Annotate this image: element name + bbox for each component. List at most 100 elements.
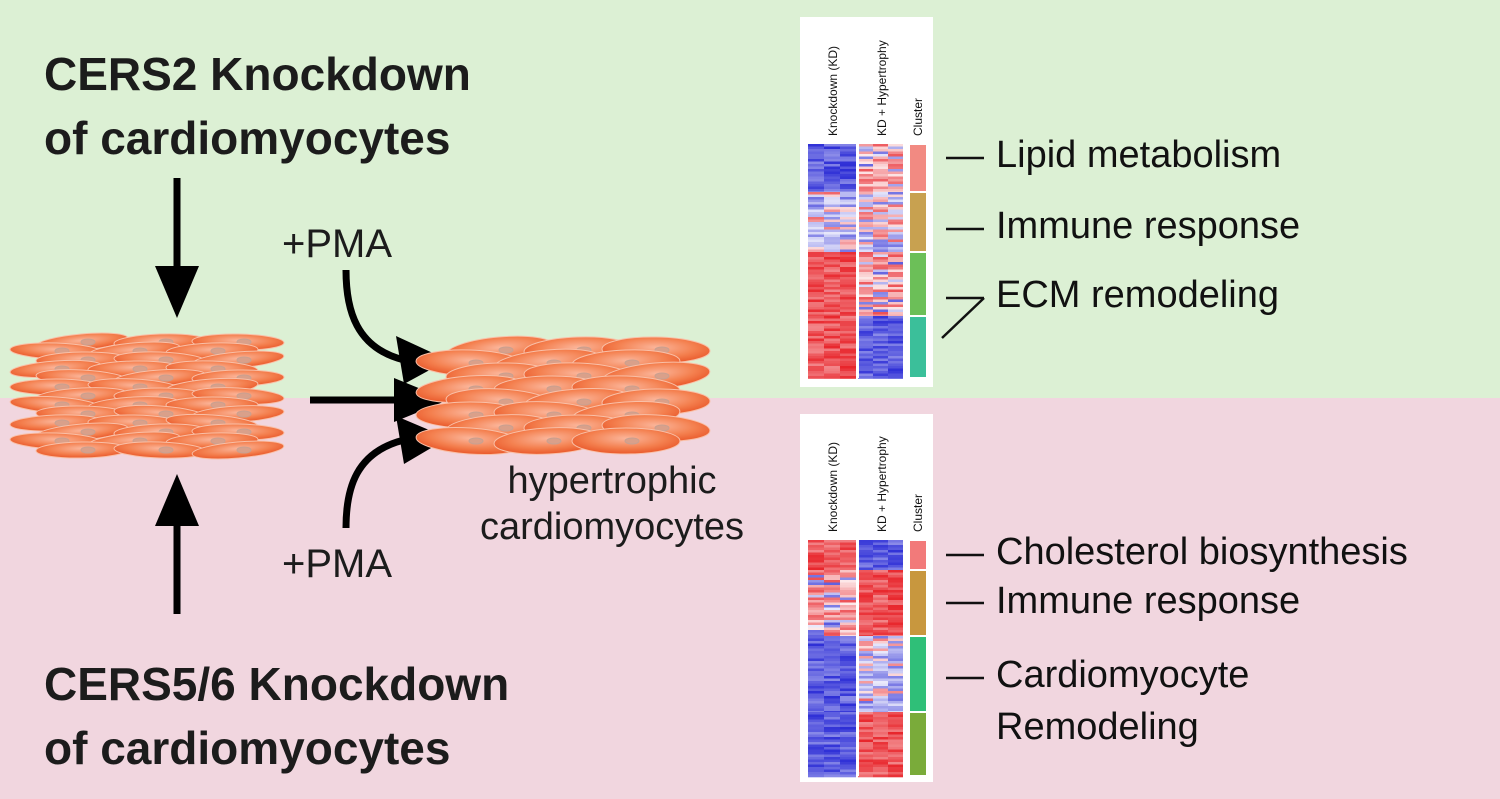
heatmap-cell-kd [824,570,840,573]
heatmap-cell-kd [840,676,856,679]
heatmap-cell-kd [824,205,840,208]
heatmap-cell-hyp [873,222,888,225]
heatmap-cell-kd [840,275,856,278]
heatmap-cell-hyp [858,545,873,548]
heatmap-cell-hyp [888,580,903,583]
heatmap-cell-hyp [873,595,888,598]
heatmap-cell-hyp [888,722,903,725]
heatmap-cell-hyp [873,755,888,758]
heatmap-cell-hyp [888,661,903,664]
heatmap-cell-hyp [873,225,888,228]
heatmap-cell-hyp [873,725,888,728]
heatmap-cell-hyp [873,633,888,636]
heatmap-cell-kd [808,169,824,172]
heatmap-cell-kd [840,262,856,265]
heatmap-cell-hyp [888,174,903,177]
heatmap-cell-kd [840,706,856,709]
heatmap-cell-kd [824,563,840,566]
heatmap-cell-kd [824,730,840,733]
heatmap-cell-kd [840,232,856,235]
heatmap-cell-hyp [888,152,903,155]
heatmap-cell-hyp [888,240,903,243]
heatmap-cell-kd [808,197,824,200]
heatmap-cell-kd [840,565,856,568]
heatmap-cell-kd [840,336,856,339]
heatmap-cell-hyp [873,265,888,268]
heatmap-cell-hyp [873,603,888,606]
heatmap-cell-hyp [873,174,888,177]
heatmap-cell-hyp [858,620,873,623]
heatmap-cell-kd [840,737,856,740]
heatmap-cell-hyp [873,267,888,270]
heatmap-cell-kd [840,585,856,588]
heatmap-cell-hyp [888,588,903,591]
heatmap-cell-hyp [873,679,888,682]
heatmap-cell-kd [824,649,840,652]
heatmap-cell-hyp [873,644,888,647]
heatmap-cell-hyp [888,247,903,250]
heatmap-cell-kd [840,187,856,190]
heatmap-cell-kd [824,727,840,730]
heatmap-cell-kd [808,336,824,339]
heatmap-cell-kd [824,709,840,712]
heatmap-cell-hyp [888,595,903,598]
heatmap-cell-hyp [888,235,903,238]
heatmap-cell-kd [824,346,840,349]
heatmap-cell-hyp [873,310,888,313]
heatmap-cell-hyp [858,230,873,233]
cluster-color-bar [910,571,926,635]
heatmap-cell-hyp [858,195,873,198]
heatmap-cell-hyp [858,240,873,243]
heatmap-cell-hyp [888,207,903,210]
heatmap-cell-kd [840,651,856,654]
heatmap-cell-hyp [858,316,873,319]
heatmap-cell-hyp [873,664,888,667]
heatmap-separator [856,540,859,776]
heatmap-cell-hyp [888,755,903,758]
heatmap-cell-kd [824,717,840,720]
heatmap-cell-hyp [858,664,873,667]
heatmap-cell-hyp [858,543,873,546]
heatmap-cell-kd [824,177,840,180]
heatmap-cell-kd [808,255,824,258]
heatmap-cell-hyp [858,565,873,568]
heatmap-cell-kd [824,179,840,182]
heatmap-cell-kd [824,152,840,155]
heatmap-cell-hyp [858,598,873,601]
heatmap-cell-hyp [858,336,873,339]
heatmap-cell-kd [824,172,840,175]
heatmap-cell-hyp [888,285,903,288]
heatmap-cell-hyp [873,240,888,243]
heatmap-cell-hyp [858,669,873,672]
heatmap-cell-kd [840,189,856,192]
heatmap-cell-kd [808,775,824,778]
heatmap-cell-kd [824,339,840,342]
heatmap-cell-kd [824,681,840,684]
heatmap-cell-kd [840,321,856,324]
heatmap-cell-kd [808,230,824,233]
heatmap-cell-hyp [858,174,873,177]
heatmap-cell-hyp [858,553,873,556]
heatmap-cell-hyp [873,715,888,718]
heatmap-cell-kd [840,727,856,730]
heatmap-cell-hyp [873,553,888,556]
heatmap-cell-kd [840,195,856,198]
heatmap-cell-kd [840,656,856,659]
heatmap-cell-kd [808,152,824,155]
heatmap-cell-kd [824,603,840,606]
heatmap-cell-hyp [858,659,873,662]
heatmap-cell-hyp [873,747,888,750]
heatmap-cell-kd [840,620,856,623]
heatmap-cell-hyp [888,272,903,275]
heatmap-cell-kd [840,152,856,155]
heatmap-cell-hyp [858,255,873,258]
heatmap-cell-kd [824,189,840,192]
heatmap-cell-kd [840,179,856,182]
heatmap-cell-hyp [873,727,888,730]
heatmap-cell-kd [824,575,840,578]
heatmap-cell-hyp [888,570,903,573]
heatmap-cell-hyp [888,639,903,642]
heatmap-cell-hyp [888,598,903,601]
heatmap-cell-kd [840,149,856,152]
heatmap-cell-hyp [873,307,888,310]
